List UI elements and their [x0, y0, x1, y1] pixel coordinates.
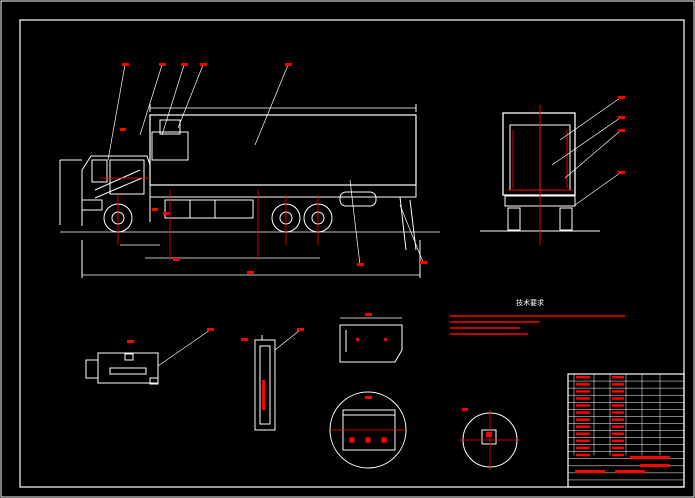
title-block-cell-text — [612, 411, 624, 414]
detail-bracket — [339, 317, 403, 363]
bracket-outline — [339, 324, 403, 363]
panel-outline — [254, 339, 276, 431]
detail-side-unit — [85, 329, 211, 385]
title-block-cell-text — [576, 418, 590, 421]
drawing-frame — [19, 19, 685, 488]
side-toolbox — [164, 199, 254, 219]
rear-view-callouts — [618, 96, 625, 174]
detail-side-unit-callouts — [127, 328, 214, 343]
rear-wheel-left — [507, 207, 521, 231]
title-block-cell-text — [612, 376, 624, 379]
rear-box-outline — [502, 112, 576, 196]
notes-lines — [450, 315, 625, 335]
reefer-unit — [151, 131, 189, 161]
detail-circle-d-marks — [349, 396, 387, 443]
title-block-cell-text — [576, 446, 590, 450]
cab-door — [109, 159, 145, 195]
technical-notes: 技术要求 — [450, 298, 625, 335]
title-block-cell-text — [576, 383, 590, 386]
reefer-top — [159, 119, 181, 135]
detail-vertical-panel-callouts — [241, 328, 304, 410]
title-block-cell-text — [576, 432, 590, 435]
title-block-cell-text — [576, 425, 590, 428]
cab-diagonal — [94, 169, 141, 191]
side-view-leaders — [107, 64, 424, 266]
notes-heading: 技术要求 — [516, 298, 544, 307]
side-view-centerlines — [100, 177, 319, 260]
detail-vertical-panel — [254, 329, 301, 431]
title-block-label — [630, 456, 670, 459]
fuel-tank — [339, 191, 377, 207]
title-block-cell-text — [576, 411, 590, 414]
rear-view-leaders — [551, 97, 621, 206]
title-block-cell-text — [576, 453, 590, 457]
title-block-label — [575, 470, 605, 473]
title-block-cell-text — [576, 439, 590, 443]
title-block-cell-text — [612, 439, 624, 443]
title-block-cell-text — [612, 418, 624, 421]
title-block-cell-text — [612, 383, 624, 386]
rear-wheel-right — [559, 207, 573, 231]
detail-bracket-callouts — [356, 313, 387, 341]
rear-view-centerlines — [508, 105, 572, 245]
title-block-cell-text — [612, 446, 624, 450]
title-block-cell-text — [612, 432, 624, 435]
title-block-cell-text — [576, 404, 590, 407]
truck-side-view — [59, 104, 440, 278]
chassis-rail — [149, 184, 417, 198]
circle-e-part — [481, 429, 497, 445]
title-block-cell-text — [612, 397, 624, 400]
title-block-label — [640, 464, 670, 467]
title-block-cell-text — [612, 404, 624, 407]
title-block-cell-text — [576, 390, 590, 393]
side-view-callouts — [120, 63, 427, 274]
cab-window — [91, 159, 108, 183]
title-block-cell-text — [576, 397, 590, 400]
cargo-box — [149, 114, 417, 186]
detail-circle-e-marks — [462, 408, 492, 437]
detail-circle-d — [329, 391, 407, 469]
detail-circle-e — [460, 410, 520, 470]
title-block-cell-text — [612, 425, 624, 428]
title-block — [567, 373, 685, 488]
title-block-label — [615, 470, 645, 473]
front-grille — [81, 199, 103, 211]
title-block-cell-text — [576, 376, 590, 379]
title-block-cell-text — [612, 453, 624, 457]
title-block-cell-text — [612, 390, 624, 393]
